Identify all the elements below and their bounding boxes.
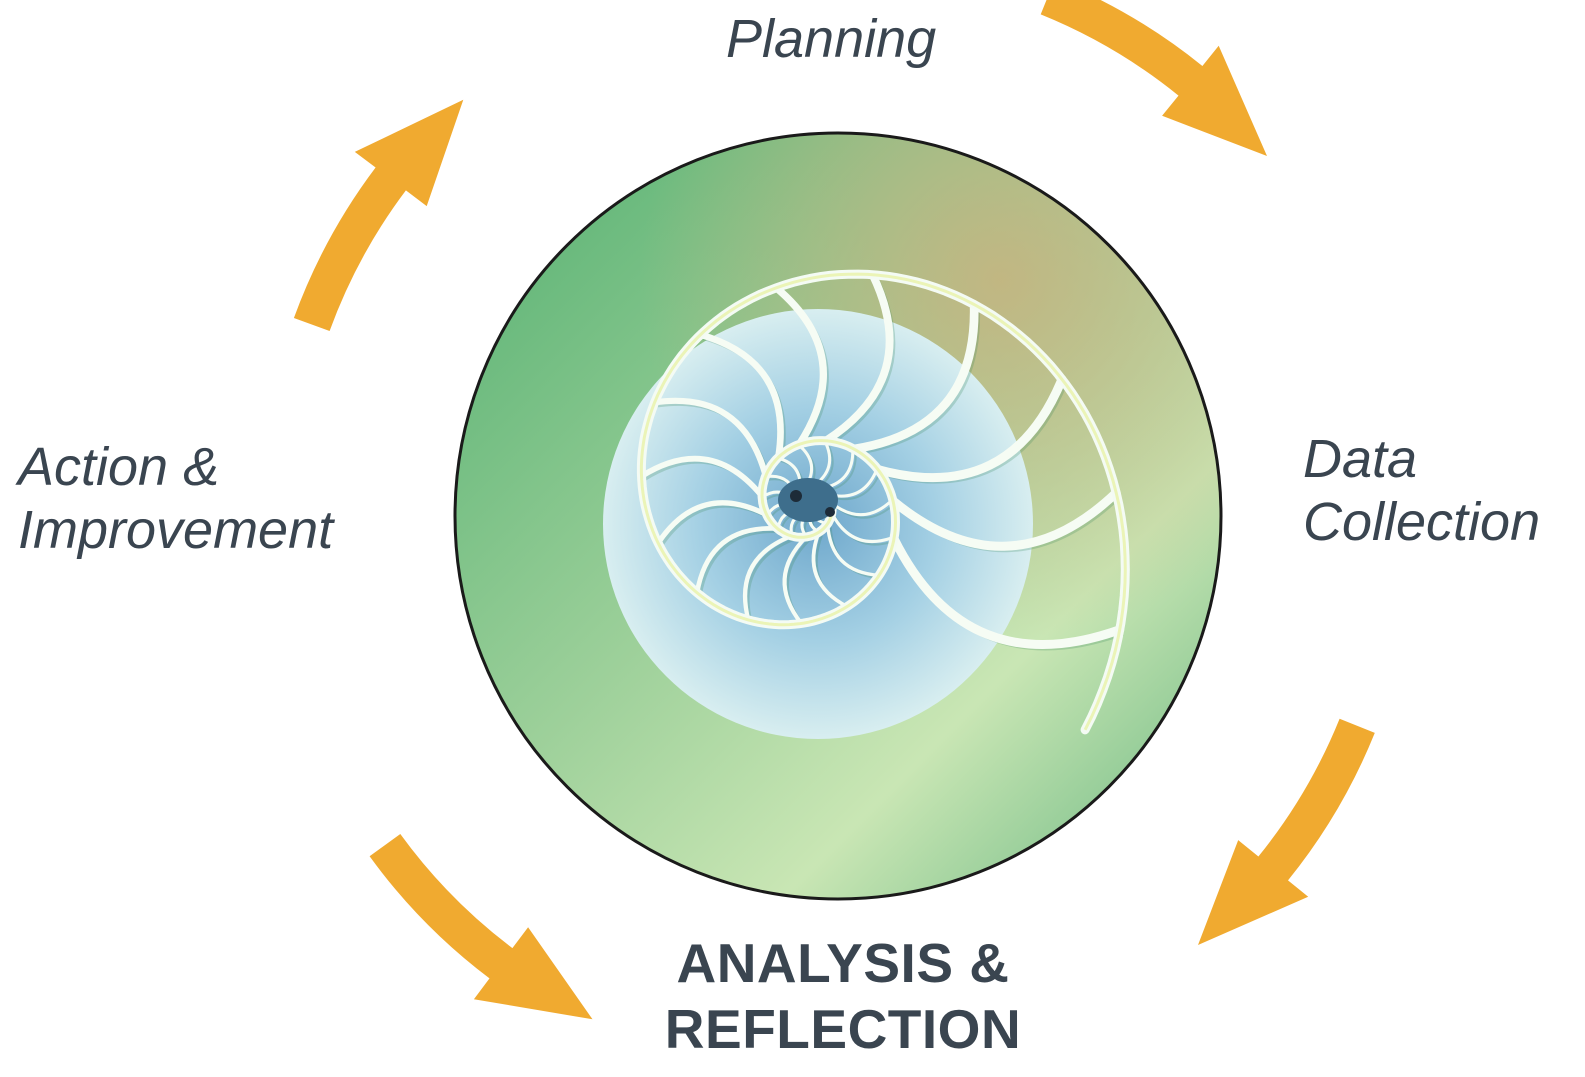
stage-label-line: Collection	[1303, 491, 1541, 552]
shell-septum-shadow	[698, 529, 781, 597]
shell-septum	[821, 270, 894, 445]
stage-label-line: Improvement	[18, 499, 334, 560]
shell-core-dot	[790, 490, 802, 502]
stage-label-data-collection: Data Collection	[1303, 428, 1540, 553]
shell-clip-group	[455, 133, 1221, 899]
stage-label-line: Action &	[18, 437, 220, 497]
shell-septum	[655, 500, 770, 546]
shell-septum	[697, 331, 784, 461]
shell-ring	[453, 131, 1223, 901]
stage-label-line: Data	[1303, 429, 1418, 489]
shell-septum	[830, 511, 896, 544]
shell-septum	[782, 534, 809, 626]
shell-septum	[638, 455, 765, 500]
arrow-analysis-to-action-icon	[369, 834, 593, 1020]
shell-septum	[742, 533, 794, 623]
shell-septum	[889, 534, 1125, 650]
stage-label-line: ANALYSIS &	[676, 932, 1010, 994]
stage-label-action-improvement: Action & Improvement	[18, 436, 333, 561]
arrow-data-to-analysis-icon	[1198, 718, 1375, 945]
stage-label-planning: Planning	[726, 8, 936, 71]
shell-septum	[825, 522, 881, 577]
arrow-action-to-planning-icon	[293, 99, 464, 331]
shell-septum	[888, 488, 1121, 551]
stage-label-line: Planning	[726, 9, 937, 69]
shell-septum	[811, 530, 849, 609]
shell-septum-shadow	[746, 537, 796, 624]
shell-septum	[772, 284, 827, 449]
shell-core-dot	[825, 507, 835, 517]
stage-label-analysis-reflection: ANALYSIS & REFLECTION	[643, 930, 1043, 1062]
arrow-planning-to-data-icon	[1040, 0, 1267, 156]
shell-septum	[873, 374, 1067, 482]
cycle-arrows	[293, 0, 1375, 1020]
stage-label-line: REFLECTION	[664, 998, 1022, 1060]
shell-septum	[849, 300, 979, 454]
shell-septum	[651, 397, 769, 480]
shell-chambers	[603, 309, 1033, 739]
shell-inner-whorl	[603, 309, 1033, 739]
shell-septum	[694, 526, 780, 596]
shell-core	[778, 478, 838, 522]
shell-septum	[829, 498, 895, 517]
